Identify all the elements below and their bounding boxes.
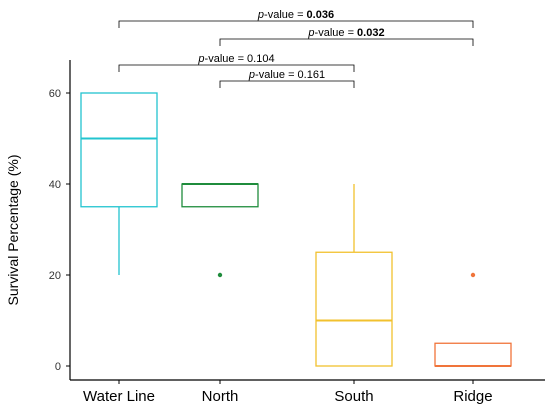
comparison-bracket: p-value = 0.161 <box>219 69 355 88</box>
x-tick-label: South <box>334 388 373 405</box>
box-ridge <box>434 272 512 367</box>
p-value-label: p-value = 0.161 <box>248 69 325 81</box>
comparison-bracket: p-value = 0.104 <box>118 53 355 72</box>
box-north <box>181 183 259 278</box>
y-tick-label: 60 <box>49 88 61 100</box>
y-axis-title: Survival Percentage (%) <box>5 155 21 306</box>
x-tick-label: North <box>202 388 239 405</box>
box-iqr <box>181 183 259 208</box>
outlier-point <box>217 272 223 278</box>
box-iqr <box>315 251 393 367</box>
x-tick-label: Water Line <box>83 388 155 405</box>
bracket-line <box>219 80 355 88</box>
y-axis-ticks: 0 20 40 60 <box>49 88 70 373</box>
p-value-label: p-value = 0.032 <box>307 27 384 39</box>
p-value-label: p-value = 0.104 <box>197 53 274 65</box>
bracket-line <box>219 38 474 46</box>
comparison-bracket: p-value = 0.032 <box>219 27 474 46</box>
y-tick-label: 20 <box>49 270 61 282</box>
y-tick-label: 0 <box>55 361 61 373</box>
axes <box>69 60 545 381</box>
box-water-line <box>80 92 158 275</box>
comparison-brackets: p-value = 0.036 p-value = 0.032 p-value = … <box>118 9 474 88</box>
box-iqr <box>434 342 512 367</box>
comparison-bracket: p-value = 0.036 <box>118 9 474 28</box>
box-plot-series <box>80 92 512 367</box>
p-value-label: p-value = 0.036 <box>257 9 334 21</box>
x-tick-label: Ridge <box>453 388 492 405</box>
outlier-point <box>470 272 476 278</box>
x-axis-labels: Water Line North South Ridge <box>83 380 493 405</box>
bracket-line <box>118 20 474 28</box>
y-tick-label: 40 <box>49 179 61 191</box>
box-iqr <box>80 92 158 208</box>
box-south <box>315 184 393 367</box>
bracket-line <box>118 64 355 72</box>
